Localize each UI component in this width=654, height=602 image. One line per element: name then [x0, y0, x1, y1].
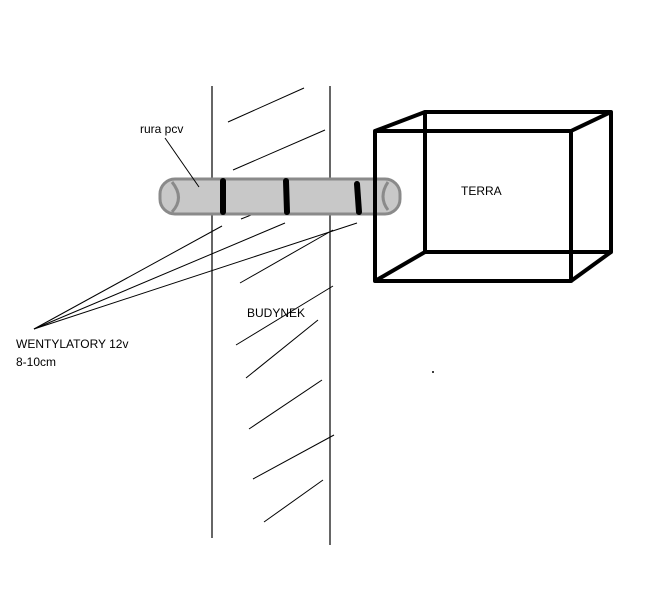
- terrarium-box: [373, 110, 613, 283]
- fans-label-line1: WENTYLATORY 12v: [16, 337, 129, 351]
- pipe-left-end: [170, 181, 180, 214]
- fan-3: [354, 181, 362, 215]
- pvc-pipe: [158, 177, 402, 216]
- stray-dot: [432, 371, 434, 373]
- terrarium-front-face: [373, 129, 573, 283]
- wall-hatching: [227, 87, 335, 523]
- building-wall: [211, 86, 331, 545]
- pipe-right-end: [381, 181, 390, 211]
- pipe-label: rura pcv: [140, 122, 184, 136]
- pipe-body: [158, 177, 402, 216]
- fans: [220, 178, 362, 215]
- fans-label-line2: 8-10cm: [16, 355, 57, 369]
- terrarium-back-face: [423, 110, 613, 254]
- fan-callout-lines: [33, 222, 358, 330]
- terrarium-label: TERRA: [461, 184, 502, 198]
- pipe-callout-line: [164, 137, 200, 188]
- building-label: BUDYNEK: [247, 306, 306, 320]
- fan-2: [283, 178, 290, 215]
